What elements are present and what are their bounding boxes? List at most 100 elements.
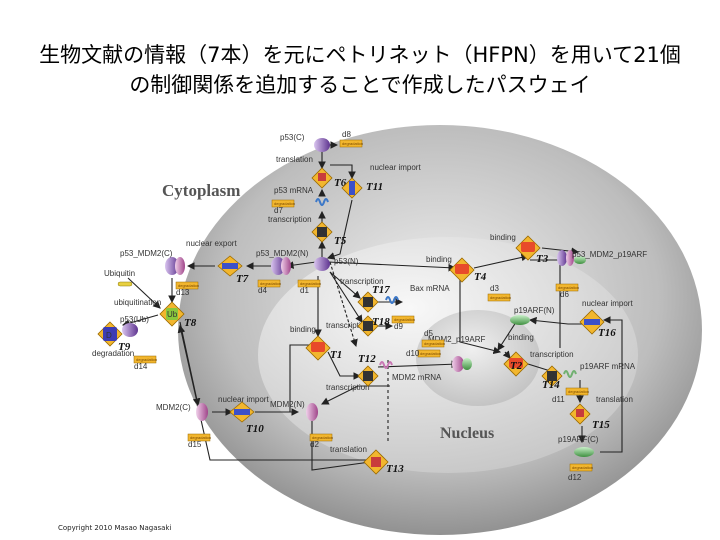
entity-label: Ubiquitin [104,269,135,278]
transition-t2[interactable]: T2 [503,351,529,377]
binding-icon [509,358,523,368]
nuclear-import-icon [234,409,250,415]
title-line-2: の制御関係を追加することで作成したパスウェイ [129,73,591,97]
degradation-id: d12 [568,473,582,482]
entity-p19arf-mrna[interactable]: p19ARF mRNA [563,362,636,378]
degradation-box-text: degradation [572,465,593,470]
degradation-box [309,433,333,442]
transition-t16[interactable]: T16 [579,309,616,339]
protein-blob [122,323,138,337]
degradation-box [569,463,593,472]
degradation-box-text: degradation [190,435,211,440]
transcription-letter: R [549,372,555,381]
degradation-d15[interactable]: degradation d15 [187,433,211,449]
transition-t5[interactable]: R T5 [311,221,347,247]
entity-p53-n[interactable]: p53(N) [314,257,359,271]
entity-label: Bax mRNA [410,284,450,293]
degradation-box [555,283,579,292]
transition-t10[interactable]: T10 [229,401,264,435]
degradation-box-text: degradation [274,201,295,206]
entity-mdm2-n[interactable]: MDM2(N) [270,400,318,421]
entity-p19arf-c[interactable]: p19ARF(C) [558,435,599,457]
degradation-d13[interactable]: degradation d13 [175,281,199,297]
transition-label: T18 [372,316,390,328]
entity-label: p53_MDM2(N) [256,249,309,258]
entity-p53-ub[interactable]: p53(Ub) [120,315,149,337]
degradation-d6[interactable]: degradation d6 [555,283,579,299]
entity-p53-mdm2-n[interactable]: p53_MDM2(N) [256,249,309,275]
entity-label: p53 mRNA [274,186,314,195]
transition-label: T5 [334,235,347,247]
entity-label: p53(N) [334,257,359,266]
entity-label: MDM2 mRNA [392,373,442,382]
degradation-id: d11 [552,395,565,404]
transition-label: T7 [236,273,249,285]
entity-mdm2-p19arf[interactable]: MDM2_p19ARF [428,335,485,372]
nucleus-label: Nucleus [440,425,494,442]
entity-p53-mdm2-c[interactable]: p53_MDM2(C) [120,249,185,275]
process-label: transcription [268,215,312,224]
degradation-d1[interactable]: degradation d1 [297,279,321,295]
transcription-icon [547,371,557,381]
transition-t7[interactable]: T7 [217,255,249,285]
degradation-id: d7 [274,206,283,215]
transition-t4[interactable]: T4 [449,257,487,283]
transcription-letter: R [365,372,371,381]
degradation-d9[interactable]: degradation d9 [391,315,415,331]
degradation-d14[interactable]: degradation d14 [133,355,157,371]
transition-t9[interactable]: D T9 [97,321,131,353]
degradation-d8[interactable]: degradation d8 [339,130,363,148]
degradation-d4[interactable]: degradation d4 [257,279,281,295]
entity-p19arf-n[interactable]: p19ARF(N) [510,306,555,325]
entity-p53-mdm2-p19arf[interactable]: p53_MDM2_p19ARF [557,250,647,266]
degradation-d5[interactable]: degradation d5 [421,329,445,348]
degradation-box-text: degradation [420,351,441,356]
degradation-d7[interactable]: degradation d7 [271,199,295,215]
entity-ubiquitin[interactable]: Ubiquitin [104,269,135,287]
degradation-box [339,139,363,148]
transition-t15[interactable]: T15 [569,403,610,431]
degradation-box-text: degradation [136,357,157,362]
nuclear-import-icon [349,181,355,195]
degradation-d2[interactable]: degradation d2 [309,433,333,449]
process-label: ubiquitination [114,298,161,307]
degradation-id: d9 [394,322,403,331]
entity-label: MDM2(C) [156,403,191,412]
arc [600,316,623,453]
degradation-d3[interactable]: degradation d3 [487,284,511,302]
degradation-box-text: degradation [300,281,321,286]
process-label-layer: translation nuclear import transcription… [92,155,633,454]
entity-label: p19ARF(N) [514,306,555,315]
entity-mdm2-c[interactable]: MDM2(C) [156,403,208,421]
copyright-notice: Copyright 2010 Masao Nagasaki [58,524,172,532]
degradation-d11[interactable]: degradation d11 [552,387,589,404]
transition-label: T12 [358,353,376,365]
transition-t14[interactable]: R T14 [541,365,563,391]
entity-p53-mrna[interactable]: p53 mRNA [274,186,329,206]
transition-t3[interactable]: T3 [515,235,549,265]
entity-bax-mrna[interactable]: Bax mRNA [385,284,450,304]
entity-mdm2-mrna[interactable]: MDM2 mRNA [379,361,442,382]
arc [289,344,312,412]
ubiquitin-bar [117,281,133,287]
protein-blob [314,138,330,152]
entity-p53-c[interactable]: p53(C) [280,133,330,152]
arc [473,253,530,269]
arc [321,385,390,405]
transition-label: T15 [592,419,610,431]
degradation-d10[interactable]: degradation d10 [406,349,441,358]
transition-t11[interactable]: T11 [341,177,383,199]
transition-t18[interactable]: R T18 [357,315,390,337]
transition-t8[interactable]: Ub T8 [159,301,197,329]
arc [502,350,511,359]
degradation-box [487,293,511,302]
degradation-d12[interactable]: degradation d12 [568,463,593,482]
transition-t12[interactable]: R T12 [357,353,379,387]
degradation-id: d2 [310,440,319,449]
transition-t13[interactable]: T13 [363,449,404,475]
transition-t17[interactable]: R T17 [357,284,390,313]
transition-t1[interactable]: T1 [305,335,342,361]
entity-label: p53_MDM2(C) [120,249,173,258]
transition-label: T8 [184,317,197,329]
transcription-icon [363,371,373,381]
